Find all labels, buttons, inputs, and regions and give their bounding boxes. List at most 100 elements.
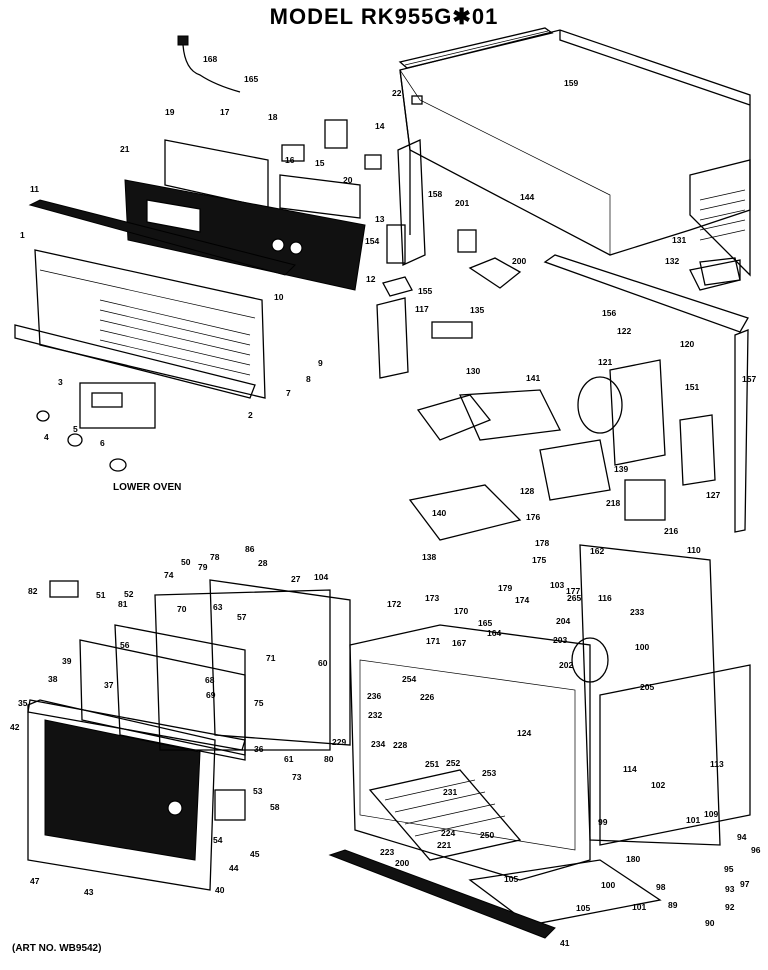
callout-c221: 221 [437,840,451,850]
callout-c20: 20 [343,175,353,185]
oven-shell-right [579,544,721,846]
callout-c205: 205 [640,682,654,692]
callout-c110: 110 [687,545,701,555]
callout-c114: 114 [623,764,637,774]
knob-6[interactable] [109,458,127,472]
callout-c18: 18 [268,112,278,122]
callout-c158: 158 [428,189,442,199]
callout-c16: 16 [285,155,295,165]
switch-16 [281,144,305,162]
callout-c52: 52 [124,589,134,599]
callout-c233: 233 [630,607,644,617]
callout-c141: 141 [526,373,540,383]
callout-c28: 28 [258,558,268,568]
callout-c234: 234 [371,739,385,749]
callout-c252: 252 [446,758,460,768]
callout-c250: 250 [480,830,494,840]
callout-c36: 36 [254,744,264,754]
callout-c165: 165 [244,74,258,84]
knob-5[interactable] [67,433,83,447]
callout-c103: 103 [550,580,564,590]
callout-c37: 37 [104,680,114,690]
transformer-200 [468,257,522,289]
callout-c201: 201 [455,198,469,208]
callout-c44: 44 [229,863,239,873]
callout-c130: 130 [466,366,480,376]
door-glass [44,719,201,861]
callout-c21: 21 [120,144,130,154]
callout-c81: 81 [118,599,128,609]
callout-c105b: 105 [576,903,590,913]
art-number-label: (ART NO. WB9542) [12,943,102,954]
callout-c47: 47 [30,876,40,886]
callout-c171: 171 [426,636,440,646]
base-plate [599,664,751,846]
callout-c159: 159 [564,78,578,88]
callout-c236: 236 [367,691,381,701]
callout-c251: 251 [425,759,439,769]
callout-c19: 19 [165,107,175,117]
oven-cavity [349,624,591,881]
knob-4[interactable] [36,410,50,422]
callout-c50: 50 [181,557,191,567]
rack-bars [384,779,506,837]
callout-c2: 2 [248,410,253,420]
callout-c109: 109 [704,809,718,819]
callout-c135: 135 [470,305,484,315]
callout-c265: 265 [567,593,581,603]
callout-c165b: 165 [478,618,492,628]
callout-c203: 203 [553,635,567,645]
bracket-127 [679,414,716,486]
callout-c100b: 100 [601,880,615,890]
bracket-82 [49,580,79,598]
callout-c105: 105 [504,874,518,884]
callout-c179: 179 [498,583,512,593]
callout-c120: 120 [680,339,694,349]
callout-c231: 231 [443,787,457,797]
panel-louvers [99,299,251,376]
bracket-117 [376,297,409,379]
callout-c22: 22 [392,88,402,98]
rail-157 [734,329,749,533]
callout-c80: 80 [324,754,334,764]
callout-c12: 12 [366,274,376,284]
bracket-154 [386,224,406,264]
callout-c127: 127 [706,490,720,500]
callout-c94: 94 [737,832,747,842]
callout-c73: 73 [292,772,302,782]
callout-c229: 229 [332,737,346,747]
callout-c218: 218 [606,498,620,508]
callout-c99: 99 [598,817,608,827]
callout-c69: 69 [206,690,216,700]
box-139 [539,439,611,501]
timer-clock [79,382,156,429]
bracket-132 [699,257,741,286]
callout-c1: 1 [20,230,25,240]
callout-c15: 15 [315,158,325,168]
callout-c200b: 200 [395,858,409,868]
hinge-53 [214,789,246,821]
bracket-216 [624,479,666,521]
callout-c100: 100 [635,642,649,652]
callout-c124: 124 [517,728,531,738]
convection-fan [571,637,609,683]
kick-grille [328,849,556,939]
callout-c167: 167 [452,638,466,648]
callout-c41: 41 [560,938,570,948]
callout-c254: 254 [402,674,416,684]
callout-c101: 101 [686,815,700,825]
callout-c95: 95 [724,864,734,874]
callout-c226: 226 [420,692,434,702]
callout-c177: 177 [566,586,580,596]
callout-c96: 96 [751,845,761,855]
callout-c74: 74 [164,570,174,580]
callout-c122: 122 [617,326,631,336]
baffle-130 [416,394,492,441]
callout-c10: 10 [274,292,284,302]
callout-c139: 139 [614,464,628,474]
callout-c93: 93 [725,884,735,894]
callout-c157: 157 [742,374,756,384]
callout-c8: 8 [306,374,311,384]
callout-c140: 140 [432,508,446,518]
callout-c113: 113 [710,759,724,769]
